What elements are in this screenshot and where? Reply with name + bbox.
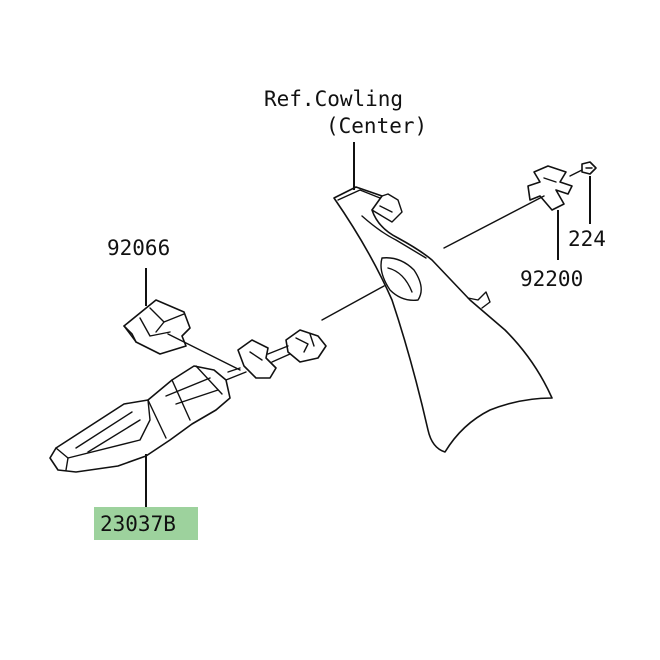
bolt-line [569,169,583,177]
part-23037b-callout[interactable]: 23037B [94,507,198,540]
ref-center-label: (Center) [326,114,427,138]
part-92066-label: 92066 [107,236,170,260]
turn-signal-23037b [49,365,231,473]
leader-lines [145,142,591,508]
clamp-92066 [123,299,191,355]
ref-cowling-label: Ref.Cowling [264,87,403,111]
part-highlight [94,507,198,540]
part-23037b-label: 23037B [100,512,176,536]
bolt-224 [581,161,597,175]
wire-connector [225,329,327,381]
part-224-label: 224 [568,227,606,251]
clip-92200 [527,165,573,211]
cowling-center [333,186,553,453]
part-92200-label: 92200 [520,267,583,291]
